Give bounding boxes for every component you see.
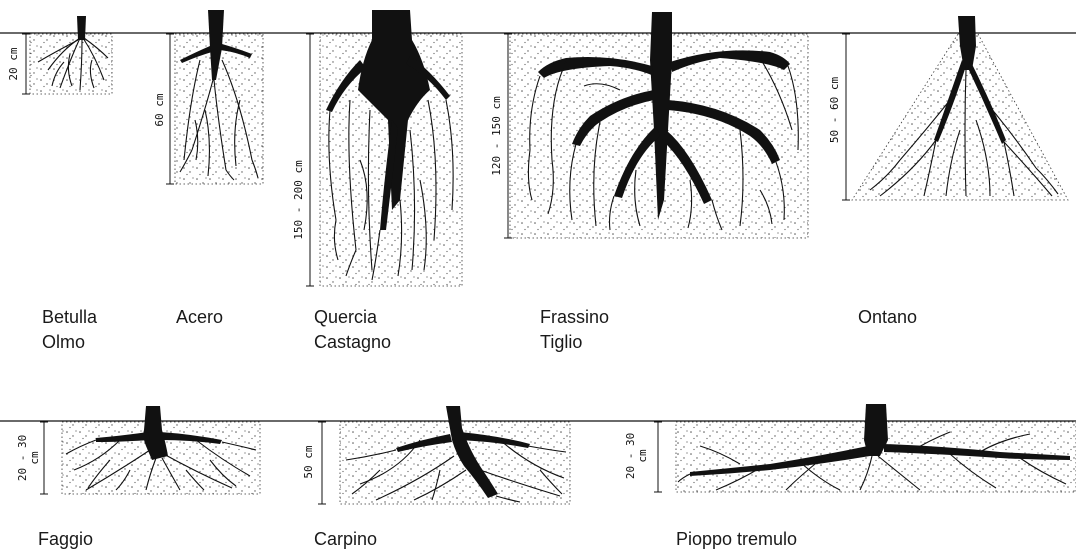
- species-name: Betulla: [42, 305, 97, 330]
- root-system-frassino: 120 - 150 cm: [490, 12, 808, 238]
- species-names-faggio: Faggio: [38, 527, 93, 552]
- species-names-betulla: Betulla Olmo: [42, 305, 97, 355]
- depth-marker-pioppo: [654, 422, 662, 492]
- species-names-frassino: Frassino Tiglio: [540, 305, 609, 355]
- root-system-acero: 60 cm: [153, 10, 263, 184]
- root-system-faggio: 20 - 30cm: [16, 406, 260, 494]
- depth-marker-ontano: [842, 34, 850, 200]
- species-name: Ontano: [858, 305, 917, 330]
- depth-label-pioppo: 20 - 30cm: [624, 433, 649, 479]
- depth-label-pioppo-line2: cm: [636, 449, 649, 463]
- species-name: Faggio: [38, 527, 93, 552]
- depth-marker-acero: [166, 34, 174, 184]
- species-name: Frassino: [540, 305, 609, 330]
- species-name: Quercia: [314, 305, 391, 330]
- depth-label-betulla: 20 cm: [7, 47, 20, 80]
- depth-label-acero: 60 cm: [153, 93, 166, 126]
- depth-label-carpino: 50 cm: [302, 445, 315, 478]
- species-names-ontano: Ontano: [858, 305, 917, 330]
- depth-label-quercia: 150 - 200 cm: [292, 160, 305, 240]
- depth-marker-quercia: [306, 34, 314, 286]
- depth-label-ontano: 50 - 60 cm: [828, 77, 841, 144]
- depth-label-faggio: 20 - 30cm: [16, 435, 41, 481]
- species-name: Olmo: [42, 330, 97, 355]
- species-names-carpino: Carpino: [314, 527, 377, 552]
- species-name: Carpino: [314, 527, 377, 552]
- species-name: Acero: [176, 305, 223, 330]
- depth-marker-faggio: [40, 422, 48, 494]
- species-name: Pioppo tremulo: [676, 527, 797, 552]
- species-names-pioppo: Pioppo tremulo: [676, 527, 797, 552]
- root-system-pioppo: 20 - 30cm: [624, 404, 1076, 492]
- species-names-acero: Acero: [176, 305, 223, 330]
- root-system-quercia: 150 - 200 cm: [292, 10, 462, 286]
- depth-label-frassino: 120 - 150 cm: [490, 96, 503, 176]
- species-name: Tiglio: [540, 330, 609, 355]
- depth-marker-carpino: [318, 422, 326, 504]
- species-name: Castagno: [314, 330, 391, 355]
- root-system-betulla: 20 cm: [7, 16, 112, 94]
- species-names-quercia: Quercia Castagno: [314, 305, 391, 355]
- root-system-ontano: 50 - 60 cm: [828, 16, 1068, 200]
- depth-label-faggio-line2: cm: [28, 451, 41, 465]
- depth-marker-betulla: [22, 34, 30, 94]
